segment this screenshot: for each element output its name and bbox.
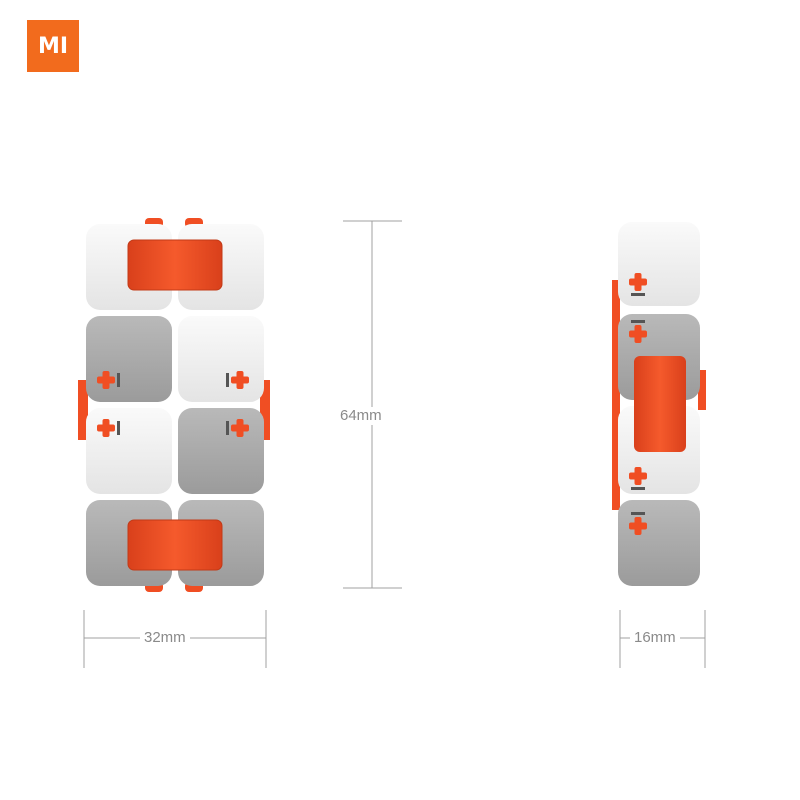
logo-text: MI <box>37 33 69 59</box>
depth-dimension-label: 16mm <box>630 629 680 647</box>
hinge-orange <box>128 520 222 570</box>
hinge-orange <box>634 356 686 452</box>
cube-grey <box>86 316 172 402</box>
height-dimension-label: 64mm <box>336 407 386 425</box>
cube-white <box>618 222 700 306</box>
cube-white <box>86 408 172 494</box>
cube-grey <box>178 408 264 494</box>
side-view <box>612 222 706 586</box>
hinge-orange <box>128 240 222 290</box>
cube-grey <box>618 500 700 586</box>
front-view <box>78 218 270 592</box>
xiaomi-logo: MI <box>27 20 79 72</box>
cube-white <box>178 316 264 402</box>
width-dimension-label: 32mm <box>140 629 190 647</box>
